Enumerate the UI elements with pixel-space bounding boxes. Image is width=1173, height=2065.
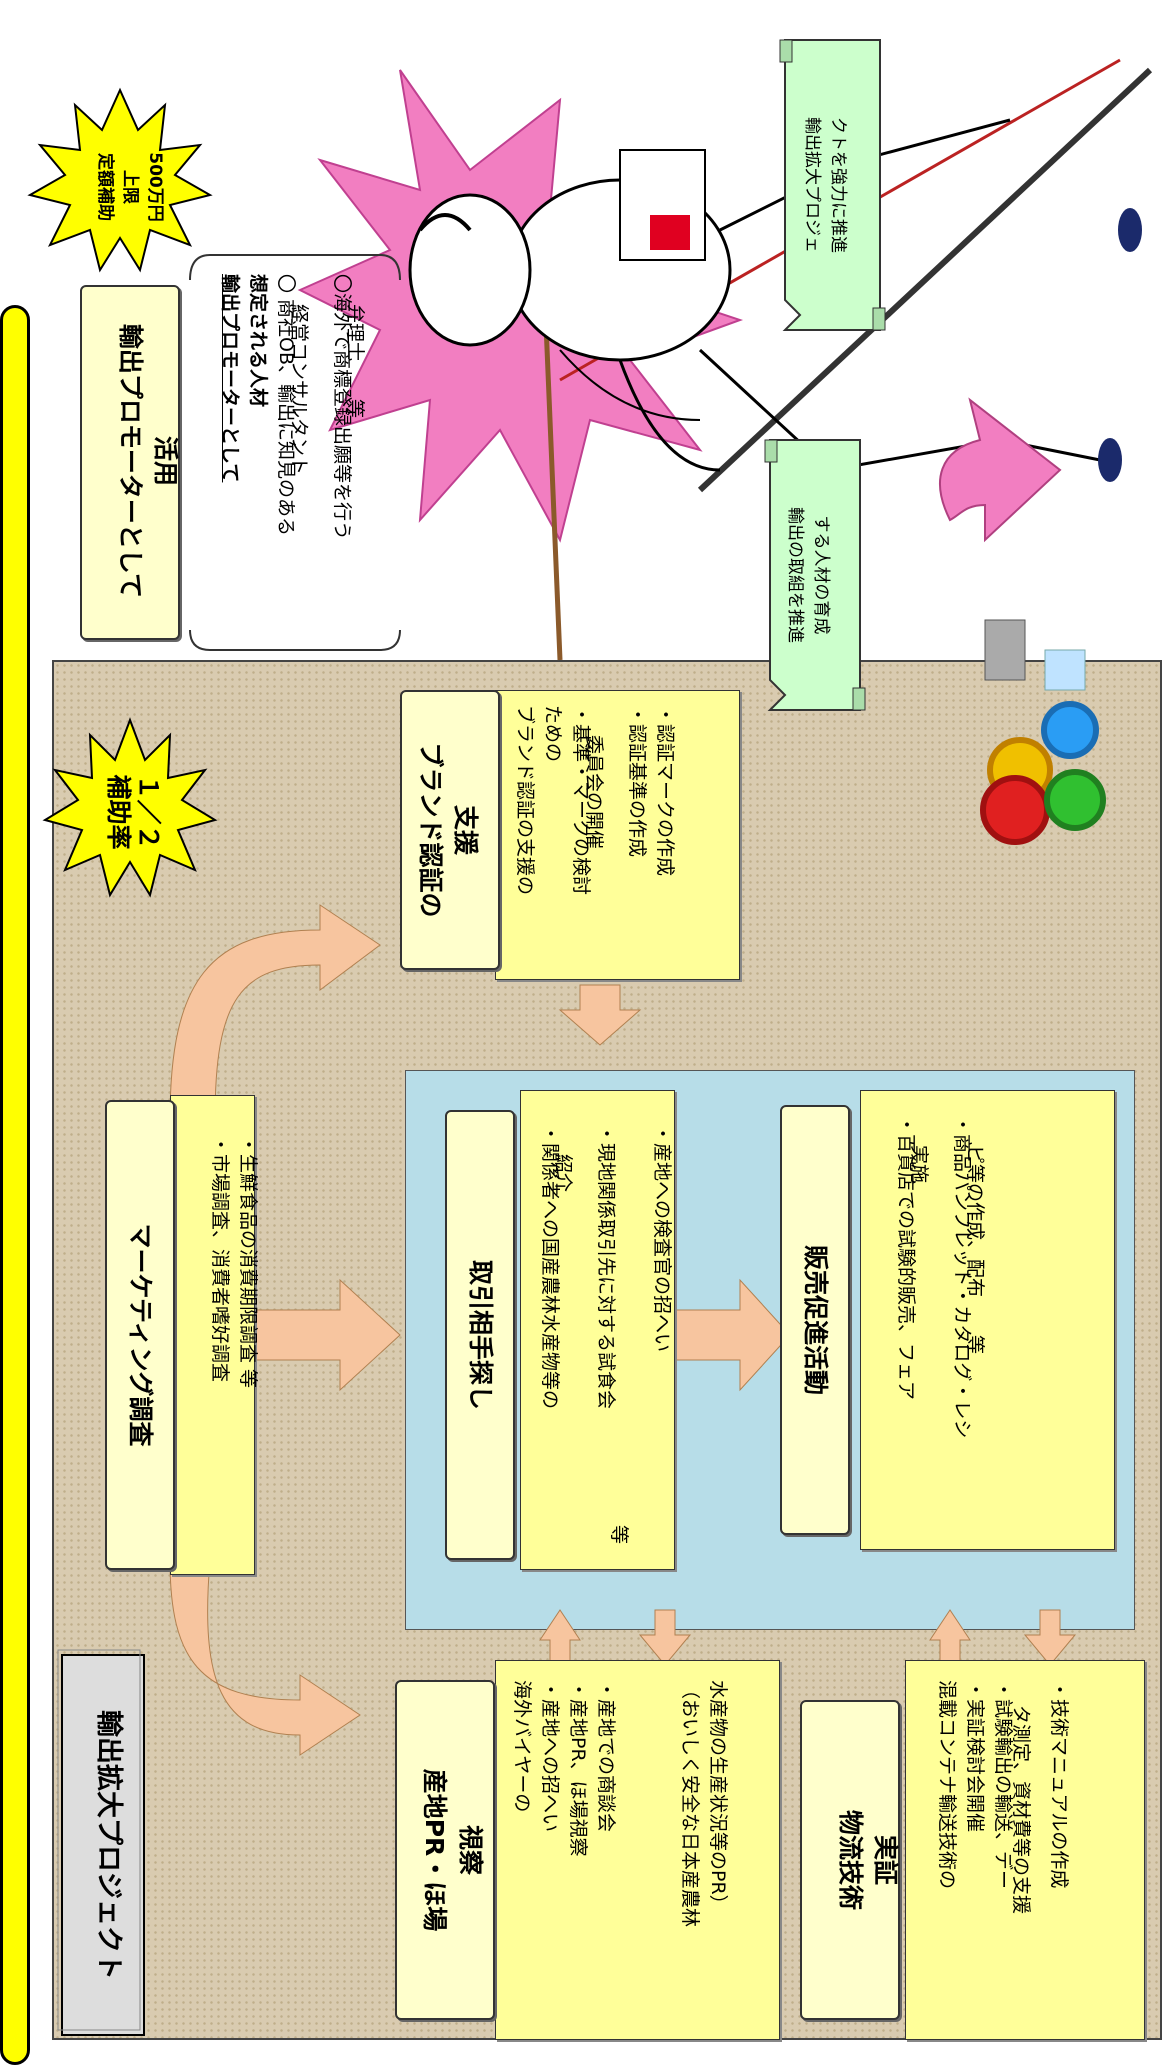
fixed-subsidy-line1: 定額補助	[95, 153, 115, 221]
marketing-item1: ・市場調査、消費者嗜好調査	[209, 1135, 231, 1383]
promote-banner-line2: クトを強力に推進	[828, 117, 848, 253]
marketing-item2: ・生鮮食品の消費期限調査 等	[237, 1135, 259, 1389]
marketing-heading: マーケティング調査	[126, 1223, 155, 1447]
fixed-subsidy-line3: 500万円	[145, 152, 165, 222]
logistics-heading-scroll	[800, 1700, 900, 2020]
promoter-bracket	[189, 254, 401, 651]
logistics-heading-line2: 実証	[871, 1834, 900, 1885]
brand-item0-line2: ための	[542, 705, 564, 763]
sales-item2-line2: ピ等の作成、配布 等	[964, 1145, 986, 1355]
pr-item0: 海外バイヤーの	[511, 1680, 533, 1813]
logistics-note	[905, 1660, 1145, 2040]
promote-banner-line1: 輸出拡大プロジェ	[802, 117, 822, 253]
subsidy-rate-line2: １／２	[134, 774, 163, 850]
project-title-box	[61, 1654, 145, 2036]
pr-note-line2: 水産物の生産状況等のPR）	[707, 1680, 729, 1914]
sales-note	[860, 1090, 1115, 1550]
brand-heading-line1: ブランド認証の	[416, 742, 445, 918]
pr-item2: ・産地PR、ほ場視察	[567, 1680, 589, 1857]
partner-heading-scroll	[445, 1110, 515, 1560]
promoter-title-line2: 活用	[151, 435, 180, 486]
fixed-subsidy-burst	[27, 87, 213, 273]
logistics-item2-line2: タ測定、資材費等の支援	[1010, 1705, 1032, 1915]
partner-item1-line2: 紹介	[552, 1154, 574, 1193]
partner-note	[520, 1090, 675, 1570]
training-banner-line2: する人材の育成	[811, 515, 831, 635]
project-frame	[0, 305, 30, 2065]
logistics-item3: ・技術マニュアルの作成	[1048, 1680, 1070, 1889]
pr-note	[495, 1660, 780, 2040]
brand-item2: ・認証基準の作成	[626, 705, 648, 858]
training-banner	[764, 439, 866, 711]
partner-item3: ・産地への検査官の招へい	[651, 1124, 673, 1353]
brand-heading-line2: 支援	[451, 804, 480, 855]
marketing-heading-scroll	[105, 1100, 175, 1570]
brand-heading-scroll	[400, 690, 500, 970]
logistics-item1: ・実証検討会開催	[964, 1680, 986, 1833]
training-banner-line1: 輸出の取組を推進	[785, 507, 805, 643]
arrow-log-down	[1023, 1609, 1077, 1666]
pr-item1: ・産地への招へい	[539, 1680, 561, 1833]
pr-heading-line2: 視察	[456, 1824, 485, 1875]
subsidy-rate-burst	[42, 717, 218, 898]
promoter-candidate2-line2: 弁理士 等	[344, 304, 366, 419]
pink-arrow-icon	[939, 397, 1062, 543]
arrow-to-partner	[249, 1278, 401, 1392]
sales-item1-line2: 実施	[908, 1145, 930, 1184]
partner-item2-line2: 等	[608, 1524, 630, 1544]
brand-item1-line2: 委員会の開催	[583, 735, 605, 850]
promoter-title-scroll	[80, 285, 180, 640]
arrow-pr-up	[539, 1609, 581, 1666]
brand-item3: ・認証マークの作成	[654, 705, 676, 877]
pr-item3: ・産地での商談会	[595, 1680, 617, 1833]
arrow-to-brand	[169, 904, 381, 1121]
pr-heading-scroll	[395, 1680, 495, 2020]
marketing-note	[170, 1095, 255, 1575]
partner-heading: 取引相手探し	[466, 1259, 495, 1410]
logistics-heading-line1: 物流技術	[836, 1809, 865, 1910]
promoter-candidates-heading-2: 想定される人材	[247, 274, 269, 408]
arrow-brand-down	[558, 984, 642, 1046]
promoter-title-line1: 輸出プロモーターとして	[116, 323, 145, 599]
gears-people-icon	[980, 619, 1106, 845]
promoter-candidates-heading-1: 輸出プロモーターとして	[219, 274, 241, 483]
pr-heading-line1: 産地PR・ほ場	[420, 1768, 449, 1932]
fixed-subsidy-line2: 上限	[120, 170, 140, 204]
promoter-candidate1-line2: 経営コンサルタント	[288, 304, 310, 476]
brand-note	[495, 690, 740, 980]
sales-heading: 販売促進活動	[801, 1244, 830, 1395]
pr-note-line1: （おいしく安全な日本産農林	[679, 1680, 701, 1928]
promote-banner	[779, 39, 886, 331]
sales-heading-scroll	[780, 1105, 850, 1535]
logistics-item0: 混載コンテナ輸送技術の	[936, 1680, 958, 1890]
arrow-log-up	[929, 1609, 971, 1666]
arrow-partner-to-sales	[659, 1278, 791, 1392]
brand-item0-line1: ブランド認証の支援の	[514, 705, 536, 896]
subsidy-rate-line1: 補助率	[104, 774, 133, 850]
project-title: 輸出拡大プロジェクト	[93, 1710, 124, 1980]
arrow-pr-down	[638, 1609, 692, 1666]
arrow-to-pr	[169, 1559, 361, 1756]
